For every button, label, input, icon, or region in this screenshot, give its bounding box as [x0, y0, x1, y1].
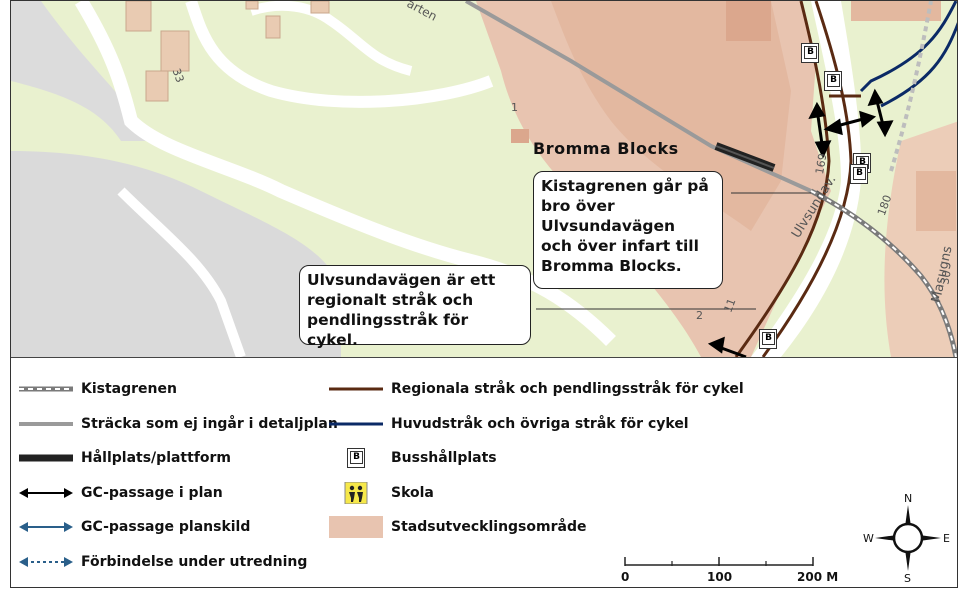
white-road-branch	[249, 1, 413, 76]
building	[160, 30, 190, 72]
compass-south: S	[904, 572, 911, 585]
map-area: Bromma Blocks arten Ulvsundav. Masugns 3…	[11, 1, 957, 358]
legend-item-development-area: Stadsutvecklingsområde	[327, 516, 586, 538]
place-label-bromma-blocks: Bromma Blocks	[533, 139, 679, 158]
blue-double-arrow-icon	[19, 522, 73, 532]
bus-stop-icon: B	[850, 164, 868, 184]
building	[726, 1, 771, 41]
legend-item-gc-passage: GC-passage i plan	[17, 482, 223, 504]
regional-cycle-route	[761, 1, 853, 357]
scale-tick-200: 200 M	[797, 570, 839, 584]
grey-paved-strip	[11, 1, 151, 141]
compass-west: W	[863, 532, 874, 545]
bus-stop-icon: B	[759, 329, 777, 349]
grey-paved-area	[11, 151, 341, 357]
building	[245, 1, 259, 10]
building	[511, 129, 529, 143]
building	[851, 1, 941, 21]
scale-tick-0: 0	[621, 570, 630, 584]
navy-line-icon	[329, 422, 383, 426]
scale-tick-100: 100	[707, 570, 733, 584]
north-arrow-icon	[875, 505, 941, 571]
building	[125, 1, 152, 32]
gc-passage-arrow	[707, 336, 747, 357]
kistagrenen-rail	[889, 1, 933, 172]
black-thick-line-icon	[19, 454, 73, 462]
black-double-arrow-icon	[19, 488, 73, 498]
gc-passage-arrow	[867, 88, 894, 138]
brown-line-icon	[329, 387, 383, 391]
compass-north: N	[904, 492, 913, 505]
building	[265, 15, 281, 39]
legend-item-platform: Hållplats/plattform	[17, 447, 231, 469]
development-area-dark	[551, 1, 791, 231]
white-road-loop	[185, 1, 494, 108]
grey-line-icon	[19, 422, 73, 426]
legend-item-kistagrenen: Kistagrenen	[17, 378, 177, 400]
platform-inner	[715, 145, 775, 169]
address-number: 30	[938, 269, 954, 286]
main-cycle-route	[880, 22, 957, 108]
callout-ulvsundavagen: Ulvsundavägen är ett regionalt stråk och…	[299, 265, 531, 349]
legend-item-regional-cycle: Regionala stråk och pendlingsstråk för c…	[327, 378, 744, 400]
legend-item-main-cycle: Huvudstråk och övriga stråk för cykel	[327, 413, 689, 435]
bus-stop-legend-icon: B	[327, 447, 385, 469]
legend-item-excluded-section: Sträcka som ej ingår i detaljplan	[17, 413, 338, 435]
bus-stop-icon: B	[824, 71, 842, 91]
compass-east: E	[943, 532, 950, 545]
address-number: 1	[511, 101, 518, 114]
legend-item-gc-passage-grade-separated: GC-passage planskild	[17, 516, 250, 538]
building	[310, 1, 330, 14]
pink-area-icon	[329, 516, 383, 538]
school-icon	[344, 482, 368, 504]
legend-item-bus-stop: B Busshållplats	[327, 447, 497, 469]
map-figure: Bromma Blocks arten Ulvsundav. Masugns 3…	[10, 0, 958, 588]
building	[916, 171, 956, 231]
callout-kistagrenen: Kistagrenen går på bro över Ulvsundaväge…	[533, 171, 723, 289]
legend: Kistagrenen Sträcka som ej ingår i detal…	[11, 358, 957, 587]
legend-item-connection-under-study: Förbindelse under utredning	[17, 551, 307, 573]
dashed-grey-line-icon	[19, 386, 73, 392]
address-number: 2	[696, 309, 703, 322]
white-road-curve	[117, 187, 246, 357]
rail-excluded-section	[465, 1, 812, 193]
kistagrenen-rail-dash	[810, 190, 957, 357]
blue-dashed-arrow-icon	[19, 557, 73, 567]
bus-stop-icon: B	[801, 43, 819, 63]
legend-item-school: Skola	[327, 482, 434, 504]
scale-bar	[624, 557, 814, 566]
building	[145, 70, 169, 102]
gc-passage-arrow	[808, 101, 832, 159]
gc-passage-arrow	[823, 110, 877, 136]
main-cycle-route	[859, 1, 957, 93]
